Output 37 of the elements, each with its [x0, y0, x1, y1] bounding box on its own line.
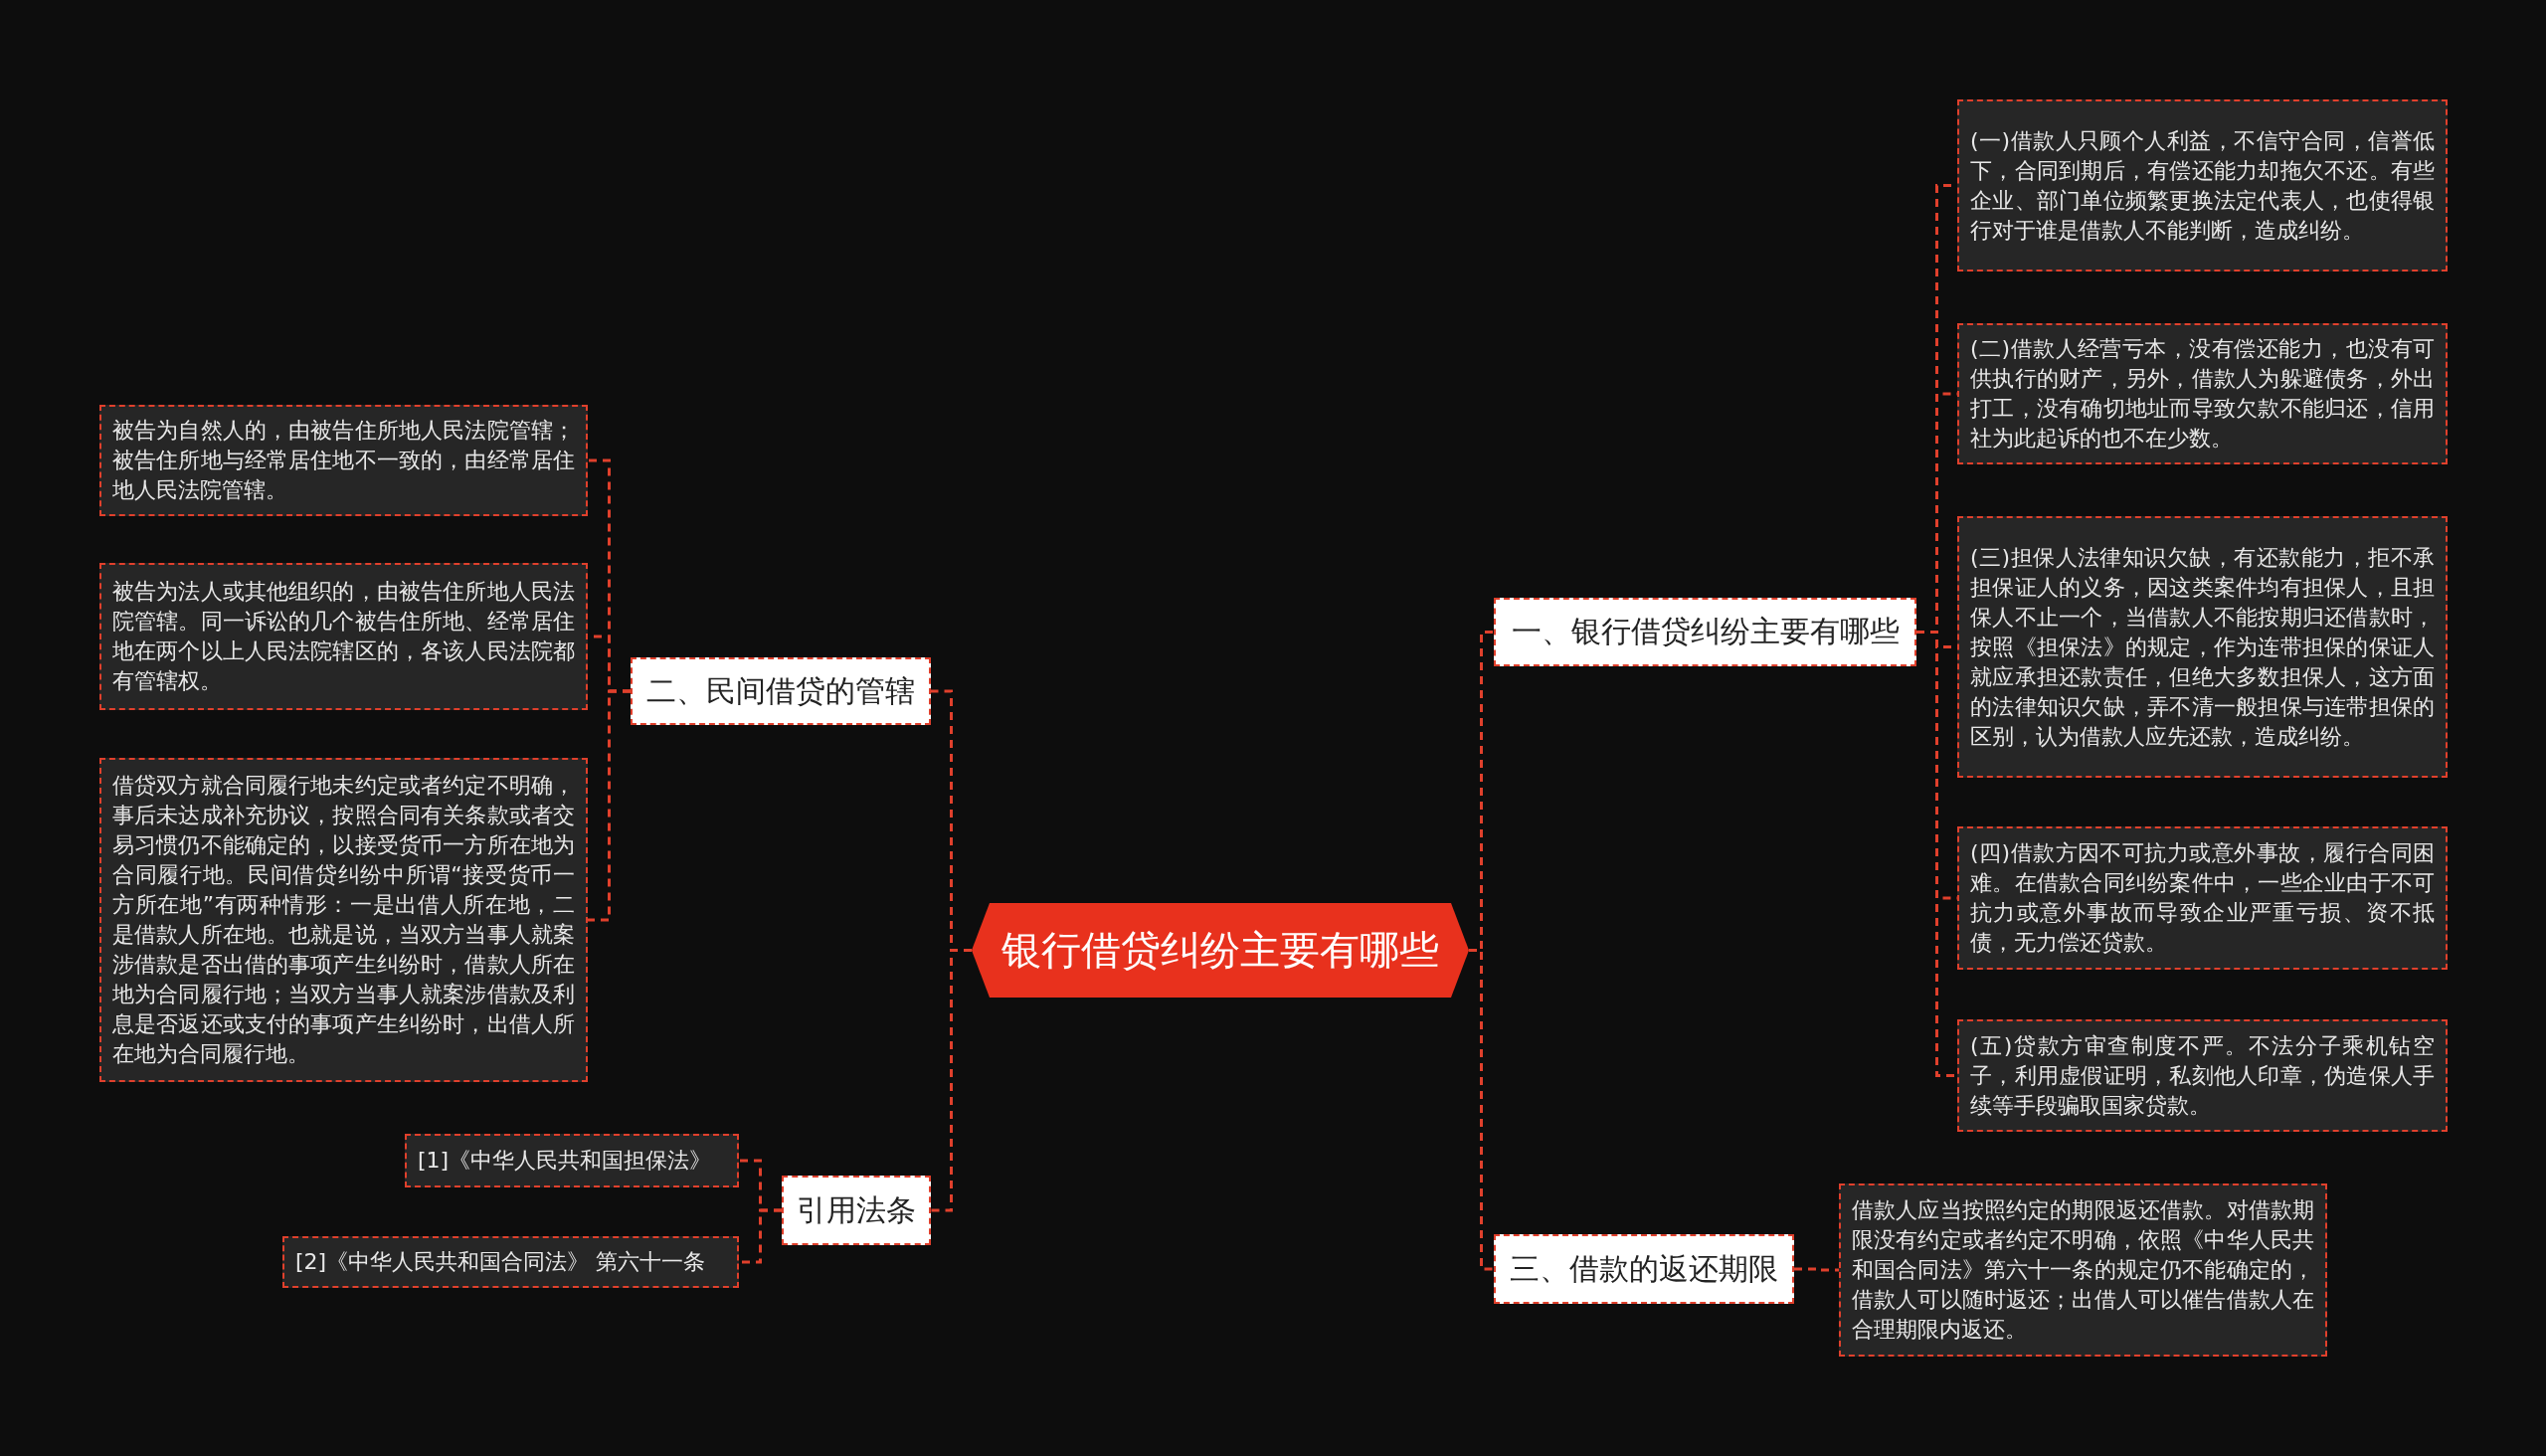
note-box [1957, 323, 2448, 464]
note-box [99, 563, 588, 710]
note-text: [1]《中华人民共和国担保法》 [418, 1147, 712, 1175]
note-box [282, 1236, 739, 1288]
topic-box [1494, 598, 1916, 666]
connector-line [1794, 1267, 1839, 1272]
note-text: 借贷双方就合同履行地未约定或者约定不明确，事后未达成补充协议，按照合同有关条款或者交易习惯仍不能确定的，以接受货币一方所在地为合同履行地。民间借贷纠纷中所谓“接受货币一方所在地”有两种情形：一是出借人所在地，二是借款人所在地。也就是说，当双方当事人就案涉借款是否出借的事项产生纠纷时，借款人所在地为合同履行地；当双方当事人就案涉借款及利息是否返还或支付的事项产生纠纷时，出借人所在地为合同履行地。 [112, 772, 575, 1068]
note-box [1957, 516, 2448, 778]
note-box [1957, 1019, 2448, 1132]
topic-label: 银行借贷纠纷主要有哪些 [1001, 926, 1439, 975]
note-text: (一)借款人只顾个人利益，不信守合同，信誉低下，合同到期后，有偿还能力却拖欠不还。有些企业、部门单位频繁更换法定代表人，也使得银行对于谁是借款人不能判断，造成纠纷。 [1970, 126, 2435, 245]
topic-box [631, 657, 931, 725]
note-text: 被告为自然人的，由被告住所地人民法院管辖；被告住所地与经常居住地不一致的，由经常居住地人民法院管辖。 [112, 417, 575, 504]
topic-box [1494, 1234, 1794, 1304]
topic-label: 引用法条 [797, 1190, 916, 1229]
connector-line [931, 949, 972, 1212]
note-text: 借款人应当按照约定的期限返还借款。对借款期限没有约定或者约定不明确，依照《中华人民共和国合同法》第六十一条的规定仍不能确定的，借款人可以随时返还；出借人可以催告借款人在合理期限内返还。 [1852, 1196, 2314, 1344]
connector-line [1469, 949, 1494, 1271]
topic-box [782, 1176, 931, 1245]
note-text: (五)贷款方审查制度不严。不法分子乘机钻空子，利用虚假证明，私刻他人印章，伪造保人手续等手段骗取国家贷款。 [1970, 1031, 2435, 1120]
topic-label: 一、银行借贷纠纷主要有哪些 [1511, 613, 1900, 650]
note-box [1957, 99, 2448, 272]
note-box [99, 405, 588, 516]
note-text: (四)借款方因不可抗力或意外事故，履行合同困难。在借款合同纠纷案件中，一些企业由于不可抗力或意外事故而导致企业严重亏损、资不抵债，无力偿还贷款。 [1970, 839, 2435, 957]
note-text: 被告为法人或其他组织的，由被告住所地人民法院管辖。同一诉讼的几个被告住所地、经常居住地在两个以上人民法院辖区的，各该人民法院都有管辖权。 [112, 578, 575, 695]
connector-line [1916, 631, 1957, 1077]
note-box [1957, 826, 2448, 970]
note-text: (二)借款人经营亏本，没有偿还能力，也没有可供执行的财产，另外，借款人为躲避债务，外出打工，没有确切地址而导致欠款不能归还，信用社为此起诉的也不在少数。 [1970, 335, 2435, 453]
note-text: (三)担保人法律知识欠缺，有还款能力，拒不承担保证人的义务，因这类案件均有担保人，且担保人不止一个，当借款人不能按期归还借款时，按照《担保法》的规定，作为连带担保的保证人就应承担还款责任，但绝大多数担保人，这方面的法律知识欠缺，弄不清一般担保与连带担保的区别，认为借款人应先还款，造成纠纷。 [1970, 543, 2435, 751]
connector-line [739, 1208, 782, 1264]
note-box [1839, 1183, 2327, 1357]
topic-label: 三、借款的返还期限 [1510, 1249, 1778, 1288]
central-topic-hexagon [972, 903, 1469, 998]
note-box [405, 1134, 739, 1187]
topic-label: 二、民间借贷的管辖 [646, 671, 915, 710]
note-text: [2]《中华人民共和国合同法》 第六十一条 [295, 1248, 706, 1276]
connector-line [588, 689, 631, 922]
